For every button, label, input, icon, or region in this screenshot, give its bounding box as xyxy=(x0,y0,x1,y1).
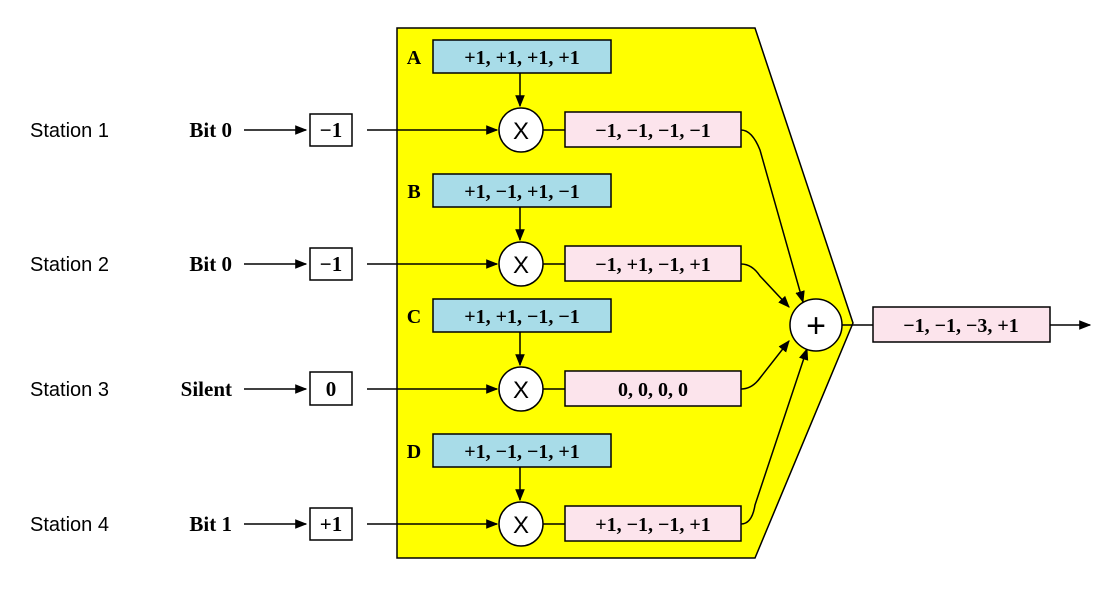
code-text: +1, +1, −1, −1 xyxy=(464,306,580,328)
station-label: Station 2 xyxy=(30,254,109,276)
connector-row-4 xyxy=(740,347,809,525)
product-box xyxy=(564,370,742,407)
product-text: 0, 0, 0, 0 xyxy=(618,379,688,401)
station-row-1: Station 1 Bit 0 −1 A +1, +1, +1, +1 X −1… xyxy=(30,39,742,153)
connector-row-3 xyxy=(740,340,790,390)
product-box xyxy=(564,505,742,542)
station-label: Station 3 xyxy=(30,379,109,401)
product-text: +1, −1, −1, +1 xyxy=(595,514,711,536)
station-row-2: Station 2 Bit 0 −1 B +1, −1, +1, −1 X −1… xyxy=(30,173,742,287)
station-label: Station 4 xyxy=(30,514,109,536)
code-text: +1, −1, +1, −1 xyxy=(464,181,580,203)
station-input-label: Silent xyxy=(181,377,232,401)
data-value-box xyxy=(309,113,353,147)
multiplier-symbol: X xyxy=(513,118,529,145)
station-row-4: Station 4 Bit 1 +1 D +1, −1, −1, +1 X +1… xyxy=(30,433,742,547)
code-box xyxy=(432,298,612,333)
adder-symbol: + xyxy=(806,307,826,345)
code-box xyxy=(432,173,612,208)
code-box xyxy=(432,39,612,74)
product-text: −1, −1, −1, −1 xyxy=(595,120,711,142)
station-input-label: Bit 1 xyxy=(189,512,232,536)
station-input-label: Bit 0 xyxy=(189,118,232,142)
station-label: Station 1 xyxy=(30,120,109,142)
multiplier-symbol: X xyxy=(513,377,529,404)
data-value-box xyxy=(309,507,353,541)
code-letter: B xyxy=(407,181,420,203)
station-row-3: Station 3 Silent 0 C +1, +1, −1, −1 X 0,… xyxy=(30,298,742,412)
code-letter: C xyxy=(407,306,421,328)
data-value: −1 xyxy=(320,118,342,142)
multiplier-symbol: X xyxy=(513,252,529,279)
data-value-box xyxy=(309,371,353,406)
connector-row-2 xyxy=(740,263,790,308)
station-input-label: Bit 0 xyxy=(189,252,232,276)
code-letter: A xyxy=(407,47,422,69)
output-text: −1, −1, −3, +1 xyxy=(903,315,1019,337)
data-value-box xyxy=(309,247,353,281)
code-text: +1, −1, −1, +1 xyxy=(464,441,580,463)
connector-row-1 xyxy=(740,129,805,304)
multiplier-symbol: X xyxy=(513,512,529,539)
code-letter: D xyxy=(407,441,421,463)
data-value: −1 xyxy=(320,252,342,276)
product-box xyxy=(564,245,742,282)
data-value: +1 xyxy=(320,512,342,536)
code-box xyxy=(432,433,612,468)
product-text: −1, +1, −1, +1 xyxy=(595,254,711,276)
data-value: 0 xyxy=(326,377,337,401)
code-text: +1, +1, +1, +1 xyxy=(464,47,580,69)
encoder-panel xyxy=(396,27,854,559)
